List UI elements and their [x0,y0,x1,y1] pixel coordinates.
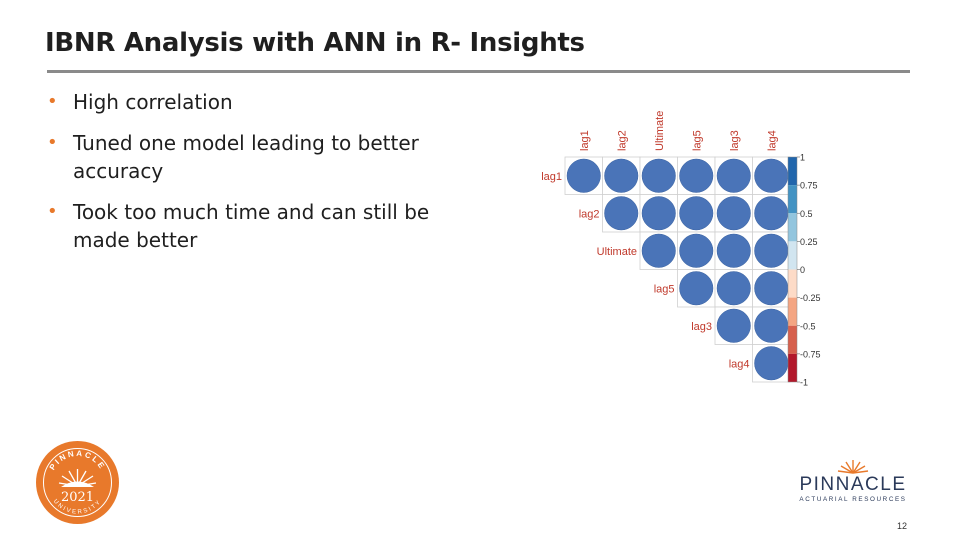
bullet-text: Tuned one model leading to better accura… [73,131,419,183]
correlation-circle [754,158,789,193]
column-label: lag4 [766,130,778,151]
colorbar-segment [788,157,797,186]
colorbar-tick-label: 0.75 [800,181,818,191]
colorbar-tick-label: -0.75 [800,349,821,359]
correlation-circle [641,196,676,231]
colorbar-segment [788,269,797,298]
bullet-list: • High correlation • Tuned one model leadi… [30,88,430,267]
correlation-circle [716,158,751,193]
correlation-circle [604,158,639,193]
correlation-circle [754,308,789,343]
bullet-text: High correlation [73,90,233,114]
correlation-circle [716,271,751,306]
colorbar-tick-label: 1 [800,153,805,163]
colorbar-segment [788,213,797,242]
bullet-icon: • [47,201,58,222]
bullet-icon: • [47,132,58,153]
column-label: lag2 [616,130,628,151]
correlation-circle [754,233,789,268]
correlation-circle [604,196,639,231]
bullet-item: • Tuned one model leading to better accur… [30,129,430,185]
slide-title: IBNR Analysis with ANN in R- Insights [45,28,585,58]
colorbar-tick-label: -1 [800,378,808,388]
row-label: lag1 [541,171,562,183]
correlation-circle [641,158,676,193]
correlation-circle [716,233,751,268]
pinnacle-university-logo: PINNACLE UNIVERSITY 2021 [36,441,119,524]
colorbar-tick-label: 0 [800,265,805,275]
column-label: lag3 [729,130,741,151]
colorbar-tick-label: -0.5 [800,321,816,331]
column-label: lag1 [579,130,591,151]
row-label: lag4 [729,358,750,370]
colorbar-segment [788,185,797,214]
correlation-circle [566,158,601,193]
column-label: lag5 [691,130,703,151]
logo-name: PINNACLE [799,474,906,495]
colorbar-tick-label: 0.5 [800,209,813,219]
colorbar-segment [788,241,797,270]
correlation-circle [679,271,714,306]
title-divider [47,70,910,73]
row-label: lag3 [691,321,712,333]
correlation-circle [679,158,714,193]
bullet-icon: • [47,91,58,112]
correlation-circle [754,346,789,381]
correlation-circle [641,233,676,268]
logo-tagline: ACTUARIAL RESOURCES [799,496,906,503]
bullet-item: • High correlation [30,88,430,116]
correlation-circle [679,196,714,231]
colorbar-segment [788,353,797,382]
column-label: Ultimate [654,111,666,151]
colorbar-segment [788,297,797,326]
colorbar-segment [788,325,797,354]
bullet-text: Took too much time and can still be made… [73,200,430,252]
correlation-circle [716,308,751,343]
colorbar-tick-label: 0.25 [800,237,818,247]
correlation-circle [754,271,789,306]
colorbar-tick-label: -0.25 [800,293,821,303]
bullet-item: • Took too much time and can still be mad… [30,198,430,254]
row-label: Ultimate [597,246,637,258]
pinnacle-actuarial-logo: PINNACLE ACTUARIAL RESOURCES [799,460,906,503]
correlation-circle [754,196,789,231]
row-label: lag5 [654,283,675,295]
correlation-circle [679,233,714,268]
logo-year: 2021 [61,490,94,505]
correlation-circle [716,196,751,231]
row-label: lag2 [579,208,600,220]
page-number: 12 [897,521,908,531]
